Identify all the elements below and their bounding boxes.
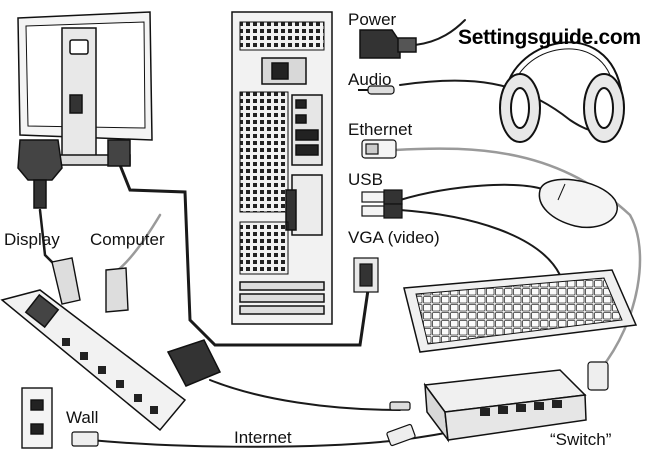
power-cable-pc: [414, 19, 466, 46]
power-connector: [359, 29, 417, 59]
display-label: Display: [4, 230, 60, 249]
network-switch: [423, 369, 587, 443]
power-adapter: [166, 339, 222, 387]
ethernet-label: Ethernet: [348, 120, 413, 139]
usb-plugs: [361, 189, 403, 219]
power-strip: [0, 289, 187, 432]
vga-cable: [118, 163, 370, 347]
vga-label: VGA (video): [348, 228, 440, 247]
display-power-plug: [17, 139, 63, 209]
pc-tower: [231, 11, 333, 325]
adapter-cable: [209, 379, 401, 411]
watermark-text: Settingsguide.com: [458, 26, 641, 49]
ethernet-plug: [361, 139, 397, 159]
switch-label: “Switch”: [550, 430, 612, 449]
monitor: [17, 11, 153, 167]
power-label: Power: [348, 10, 397, 29]
vga-plug: [353, 257, 379, 293]
usb-cable-mouse: [399, 183, 546, 201]
internet-plugs: [71, 401, 416, 447]
internet-label: Internet: [234, 428, 292, 447]
wall-plate: [21, 387, 53, 449]
mouse: [538, 178, 618, 229]
computer-power-cable: [116, 213, 162, 272]
usb-cable-keyboard: [399, 209, 561, 276]
strip-plugs: [51, 257, 129, 313]
computer-label: Computer: [90, 230, 165, 249]
wall-label: Wall: [66, 408, 99, 427]
switch-uplink-plug: [587, 361, 609, 391]
audio-jack: [358, 85, 395, 95]
keyboard: [403, 269, 638, 353]
usb-label: USB: [348, 170, 383, 189]
audio-label: Audio: [348, 70, 392, 89]
headphones: [499, 41, 625, 143]
